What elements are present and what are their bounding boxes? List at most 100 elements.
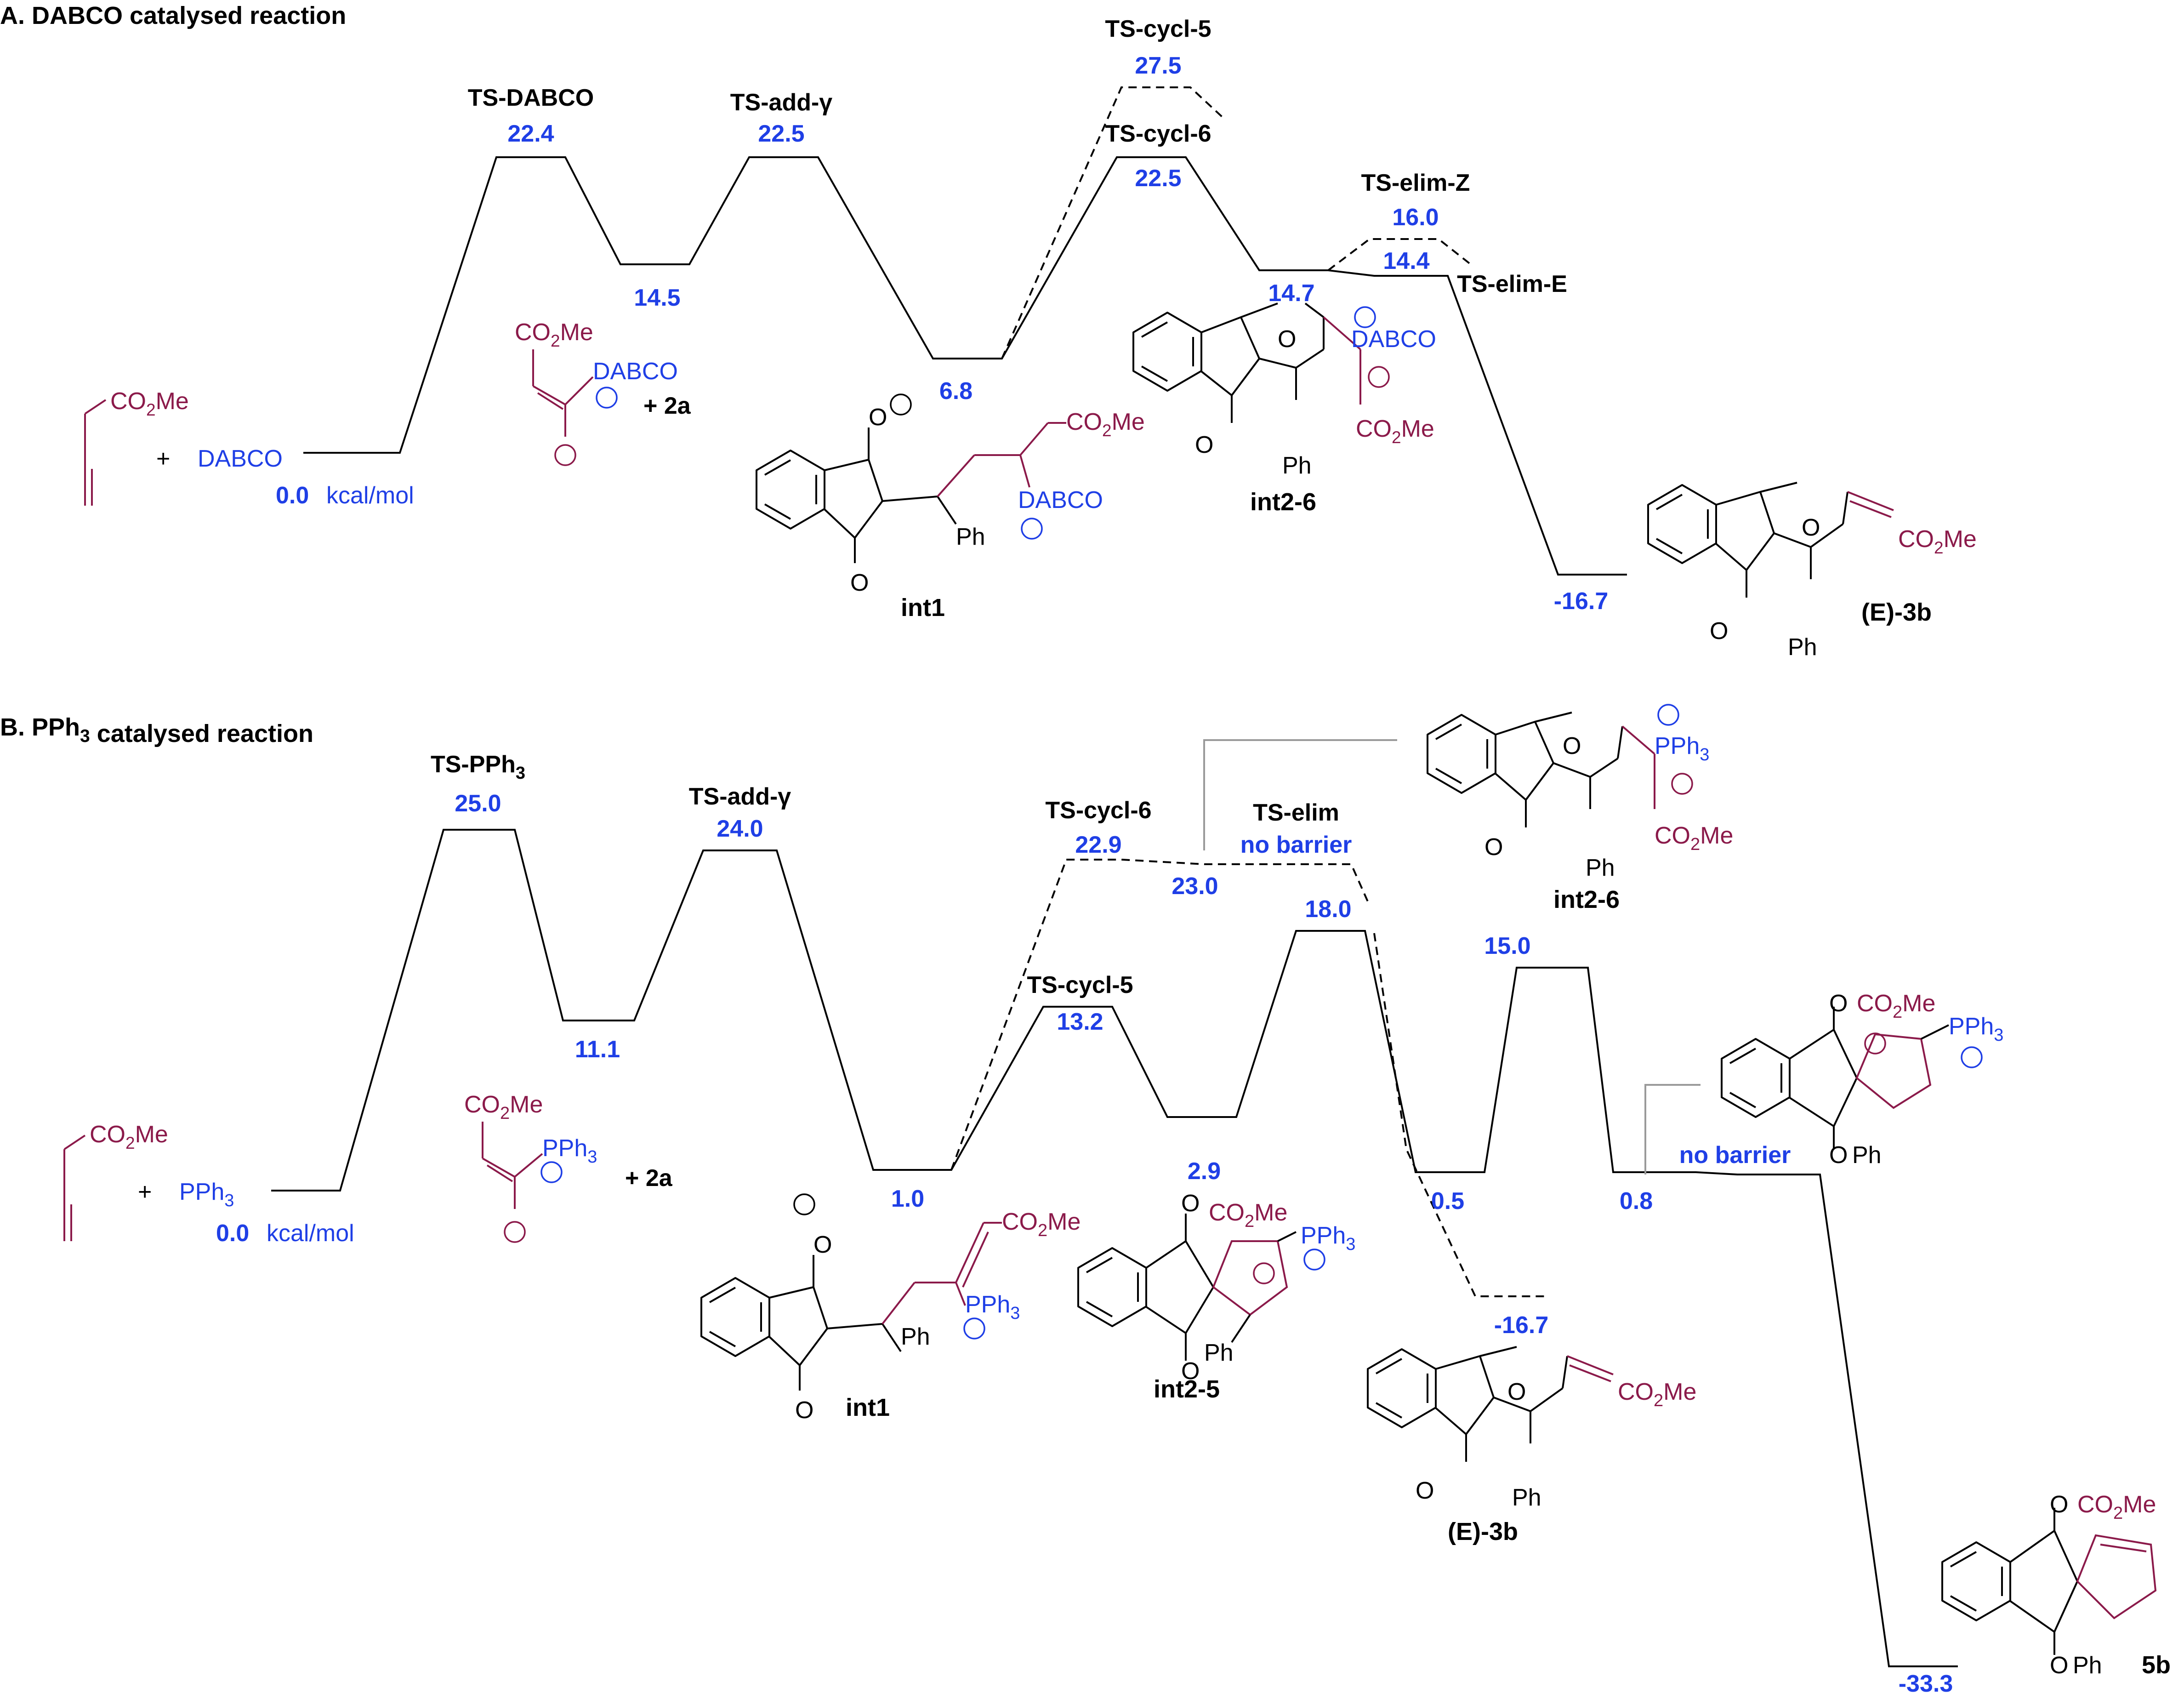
allenoate-b-ester: CO2Me	[90, 1121, 168, 1152]
panel-a-title: A. DABCO catalysed reaction	[0, 2, 346, 29]
plus-charge-icon	[540, 1161, 563, 1183]
int1-a-ester: CO2Me	[1066, 409, 1145, 440]
product-5b-ester: CO2Me	[2077, 1491, 2156, 1523]
product-5b-label: 5b	[2142, 1651, 2171, 1679]
energy-start-b: 0.0	[216, 1220, 249, 1247]
allenoate-a-ester: CO2Me	[110, 388, 189, 419]
minus-charge-icon	[554, 444, 576, 466]
zwitterion-a-dabco: DABCO	[593, 358, 678, 385]
panel-b-title: B. PPh3 catalysed reaction	[0, 713, 313, 747]
product-e3b-a-structure	[1647, 482, 1894, 598]
panel-b: B. PPh3 catalysed reaction TS-PPh3 25.0 …	[0, 704, 2171, 1697]
spiro-ylide-ph: Ph	[1852, 1142, 1882, 1169]
spiro-ylide-oxygen-top: O	[1829, 990, 1848, 1017]
panel-b-energy-path	[271, 829, 1958, 1667]
product-a-carbonyl: O	[1710, 618, 1728, 644]
plus-2a-b: + 2a	[625, 1165, 673, 1192]
minus-charge-icon	[1368, 366, 1390, 388]
int1-a-ph: Ph	[956, 524, 985, 550]
energy-ts-add: 22.5	[758, 120, 804, 147]
product-e-b-label: (E)-3b	[1448, 1518, 1518, 1545]
minus-charge-icon	[793, 1193, 815, 1215]
panel-a-elimz-path	[1327, 238, 1472, 271]
int2-5-b-oxygen-bottom: O	[1181, 1358, 1200, 1385]
int2-6-b-label: int2-6	[1553, 886, 1620, 913]
int1-a-carbonyl: O	[850, 570, 869, 596]
plus-charge-icon	[963, 1317, 985, 1340]
energy-product-5b: -33.3	[1899, 1670, 1953, 1697]
energy-ts-cycl6: 22.5	[1135, 165, 1181, 192]
product-e-b-ph: Ph	[1512, 1484, 1541, 1511]
int2-6-a-oxygen: O	[1278, 326, 1296, 353]
panel-b-elim-path	[1373, 933, 1544, 1297]
energy-product-e-b: -16.7	[1494, 1312, 1549, 1339]
int2-6-a-label: int2-6	[1250, 488, 1316, 516]
int2-6-b-carbonyl: O	[1484, 834, 1503, 861]
product-5b-oxygen-bottom: O	[2050, 1652, 2068, 1679]
plus-charge-icon	[1961, 1046, 1983, 1068]
label-ts-pph3: TS-PPh3	[431, 751, 525, 783]
int2-5-b-structure	[1077, 1214, 1297, 1361]
panel-a-energy-path	[303, 156, 1627, 576]
label-ts-elim-b: TS-elim	[1253, 799, 1339, 826]
product-5b-structure	[1941, 1508, 2157, 1655]
product-e-b-ester: CO2Me	[1618, 1379, 1696, 1410]
int2-6-b-ph: Ph	[1586, 855, 1615, 881]
label-ts-cycl5-b: TS-cycl-5	[1027, 972, 1133, 998]
int2-6-b-oxygen: O	[1563, 733, 1581, 759]
product-5b-oxygen-top: O	[2050, 1491, 2068, 1518]
label-ts-cycl5: TS-cycl-5	[1105, 16, 1211, 42]
energy-ts-add-b: 24.0	[717, 815, 763, 842]
energy-int2-6: 14.7	[1268, 280, 1314, 307]
int1-b-label: int1	[846, 1394, 890, 1421]
energy-ts-cycl5-b: 13.2	[1057, 1009, 1103, 1035]
catalyst-pph3: PPh3	[179, 1179, 234, 1210]
plus-charge-icon	[1657, 704, 1679, 726]
label-ts-elim-e: TS-elim-E	[1457, 271, 1567, 297]
zwitterion-b-pph3: PPh3	[542, 1135, 597, 1167]
int2-6-a-dabco: DABCO	[1351, 326, 1436, 353]
energy-ts-cycl6-b: 22.9	[1075, 832, 1121, 858]
label-no-barrier-2: no barrier	[1679, 1142, 1791, 1169]
energy-int-a: 14.5	[634, 285, 680, 311]
label-ts-elim-z: TS-elim-Z	[1361, 170, 1470, 196]
product-a-ph: Ph	[1788, 634, 1817, 661]
int1-b-carbonyl: O	[795, 1397, 813, 1424]
product-e-b-oxygen: O	[1507, 1379, 1526, 1405]
spiro-ylide-pph3: PPh3	[1949, 1013, 2003, 1045]
plus-charge-icon	[1021, 518, 1043, 540]
int1-a-structure	[756, 422, 1066, 563]
product-e-b-carbonyl: O	[1416, 1477, 1434, 1504]
energy-ts-dabco: 22.4	[507, 120, 554, 147]
plus-charge-icon	[596, 387, 618, 409]
label-ts-add-b: TS-add-γ	[689, 783, 791, 810]
energy-ts-pph3: 25.0	[455, 790, 501, 817]
zwitterion-a-ester: CO2Me	[515, 319, 593, 350]
spiro-ylide-structure	[1721, 1007, 1949, 1149]
int2-5-b-pph3: PPh3	[1301, 1222, 1355, 1254]
int2-6-b-ester: CO2Me	[1655, 822, 1733, 854]
allenoate-b: CO2Me	[63, 1121, 168, 1241]
int1-b-pph3: PPh3	[965, 1291, 1020, 1323]
minus-charge-icon	[1864, 1032, 1886, 1055]
zwitterion-b-ester: CO2Me	[464, 1091, 543, 1123]
int2-5-b-ph: Ph	[1204, 1340, 1234, 1366]
energy-product-a: -16.7	[1554, 588, 1609, 615]
product-5b-ph: Ph	[2073, 1652, 2102, 1679]
minus-charge-icon	[1253, 1262, 1275, 1284]
int2-5-b-label: int2-5	[1154, 1375, 1220, 1403]
zwitterion-b: CO2Me PPh3	[464, 1091, 597, 1243]
int1-a-dabco: DABCO	[1018, 487, 1103, 513]
energy-int-a-b: 11.1	[575, 1036, 620, 1063]
panel-a-cycl5-path	[1001, 86, 1223, 359]
energy-ts-b-b: 15.0	[1484, 933, 1530, 959]
energy-int1-b: 1.0	[891, 1186, 924, 1212]
spiro-ylide-ester: CO2Me	[1857, 990, 1935, 1022]
int2-6-b-pph3: PPh3	[1655, 733, 1709, 764]
energy-ts-elim-e: 14.4	[1383, 248, 1429, 274]
label-ts-dabco: TS-DABCO	[468, 85, 594, 111]
leader-int2-6-b	[1203, 739, 1397, 850]
plus-b1: +	[138, 1179, 152, 1205]
int1-a-oxygen: O	[869, 404, 887, 431]
energy-ts-a-b: 18.0	[1305, 896, 1351, 923]
